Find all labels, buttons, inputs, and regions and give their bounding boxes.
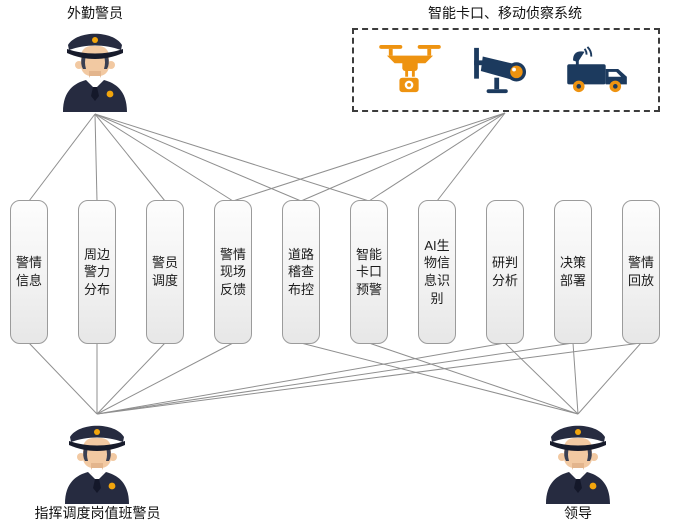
connector-line bbox=[368, 342, 579, 415]
connector-line bbox=[300, 112, 506, 202]
process-box-label: 周边警力分布 bbox=[83, 246, 110, 297]
field-officer-label: 外勤警员 bbox=[67, 5, 123, 21]
process-box-label: 警员调度 bbox=[151, 255, 178, 288]
connector-line bbox=[94, 113, 302, 202]
process-box-b9: 决策部署 bbox=[554, 200, 592, 344]
connector-line bbox=[96, 342, 642, 415]
police-officer-icon bbox=[65, 425, 129, 504]
police-officer-icon bbox=[546, 425, 610, 504]
connector-line bbox=[232, 112, 506, 202]
connector-line bbox=[577, 342, 642, 415]
drone-icon bbox=[379, 45, 441, 93]
connector-line bbox=[94, 113, 98, 202]
system-box bbox=[352, 28, 660, 112]
process-box-label: 道路稽查布控 bbox=[287, 246, 314, 297]
surveillance-camera-icon bbox=[474, 47, 527, 94]
connector-line bbox=[94, 113, 234, 202]
process-box-b4: 警情现场反馈 bbox=[214, 200, 252, 344]
process-box-b5: 道路稽查布控 bbox=[282, 200, 320, 344]
connector-line bbox=[94, 113, 166, 202]
connector-line bbox=[572, 342, 579, 415]
process-box-label: 警情信息 bbox=[15, 255, 42, 288]
police-officer-icon bbox=[63, 33, 127, 112]
connector-line bbox=[368, 112, 506, 202]
connector-line bbox=[28, 342, 98, 415]
connector-line bbox=[96, 342, 506, 415]
actor-dispatcher bbox=[57, 416, 137, 504]
process-box-b8: 研判分析 bbox=[486, 200, 524, 344]
connector-line bbox=[96, 342, 234, 415]
process-box-b10: 警情回放 bbox=[622, 200, 660, 344]
actor-field-officer bbox=[55, 24, 135, 112]
process-box-label: 警情回放 bbox=[627, 255, 654, 288]
process-box-label: 决策部署 bbox=[559, 255, 586, 288]
actor-leader bbox=[538, 416, 618, 504]
process-box-b1: 警情信息 bbox=[10, 200, 48, 344]
connector-line bbox=[96, 342, 166, 415]
dispatcher-label: 指挥调度岗值班警员 bbox=[34, 505, 161, 521]
connector-line bbox=[436, 112, 506, 202]
process-box-label: AI生物信息识别 bbox=[423, 237, 450, 306]
satellite-truck-icon bbox=[566, 45, 628, 94]
process-box-b3: 警员调度 bbox=[146, 200, 184, 344]
process-box-label: 研判分析 bbox=[491, 255, 518, 288]
connector-line bbox=[504, 342, 579, 415]
process-box-label: 警情现场反馈 bbox=[219, 246, 246, 297]
process-box-b2: 周边警力分布 bbox=[78, 200, 116, 344]
connector-line bbox=[28, 113, 96, 202]
system-label: 智能卡口、移动侦察系统 bbox=[428, 5, 582, 21]
leader-label: 领导 bbox=[564, 505, 592, 521]
process-box-b7: AI生物信息识别 bbox=[418, 200, 456, 344]
process-box-label: 智能卡口预警 bbox=[355, 246, 382, 297]
connector-line bbox=[300, 342, 579, 415]
process-box-b6: 智能卡口预警 bbox=[350, 200, 388, 344]
connector-line bbox=[96, 342, 574, 415]
connector-line bbox=[94, 113, 370, 202]
